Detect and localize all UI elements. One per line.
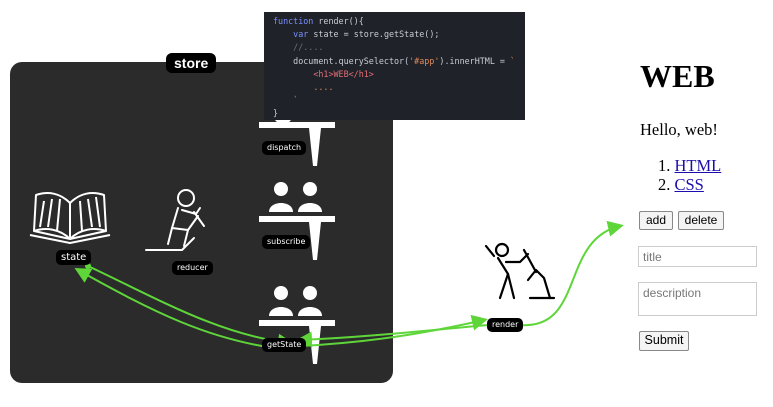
description-textarea[interactable]: description [638, 282, 757, 316]
getstate-to-state-arrow [74, 268, 291, 351]
html-link[interactable]: HTML [674, 156, 722, 175]
code-line-8: } [273, 108, 279, 119]
render-to-getstate-arrow [296, 324, 489, 348]
css-link[interactable]: CSS [674, 175, 704, 194]
list-item: 1. HTML [658, 156, 721, 175]
code-line-2: var state = store.getState(); [293, 29, 440, 40]
list-number: 2. [658, 175, 671, 194]
reducer-node: reducer [172, 261, 213, 275]
getstate-to-render-arrow [299, 314, 488, 347]
list-number: 1. [658, 156, 671, 175]
store-label: store [166, 53, 217, 73]
open-book-icon [29, 192, 111, 244]
add-button[interactable]: add [639, 211, 673, 230]
title-input[interactable]: title [638, 246, 757, 267]
clerks-counter-icon [259, 286, 335, 364]
list-item: 2. CSS [658, 175, 721, 194]
rendered-webpage: WEB Hello, web! 1. HTML 2. CSS add delet… [630, 0, 773, 407]
writer-icon [145, 189, 205, 251]
clerk-counter-icon [259, 120, 335, 166]
code-line-1: function render(){ [273, 16, 364, 26]
code-line-5: <h1>WEB</h1> [273, 68, 374, 79]
subscribe-node: subscribe [262, 235, 311, 249]
code-line-4: document.querySelector('#app').innerHTML… [273, 55, 516, 66]
state-node: state [56, 250, 92, 265]
clerks-counter-icon [259, 182, 335, 260]
worker-digging-icon [484, 242, 556, 300]
submit-button[interactable]: Submit [639, 331, 689, 351]
code-line-3: //.... [273, 42, 324, 53]
dispatch-node: dispatch [262, 141, 307, 155]
code-line-6: .... [273, 82, 334, 93]
topic-list: 1. HTML 2. CSS [658, 156, 721, 194]
render-to-webpage-arrow [519, 220, 624, 327]
delete-button[interactable]: delete [678, 211, 724, 230]
render-node: render [487, 318, 524, 332]
state-to-getstate-arrow [87, 265, 294, 350]
greeting-text: Hello, web! [640, 120, 718, 139]
render-code-snippet: function render(){ var state = store.get… [264, 12, 525, 120]
code-line-7: ` [273, 95, 299, 106]
page-title: WEB [640, 58, 715, 94]
getstate-node: getState [262, 338, 307, 352]
